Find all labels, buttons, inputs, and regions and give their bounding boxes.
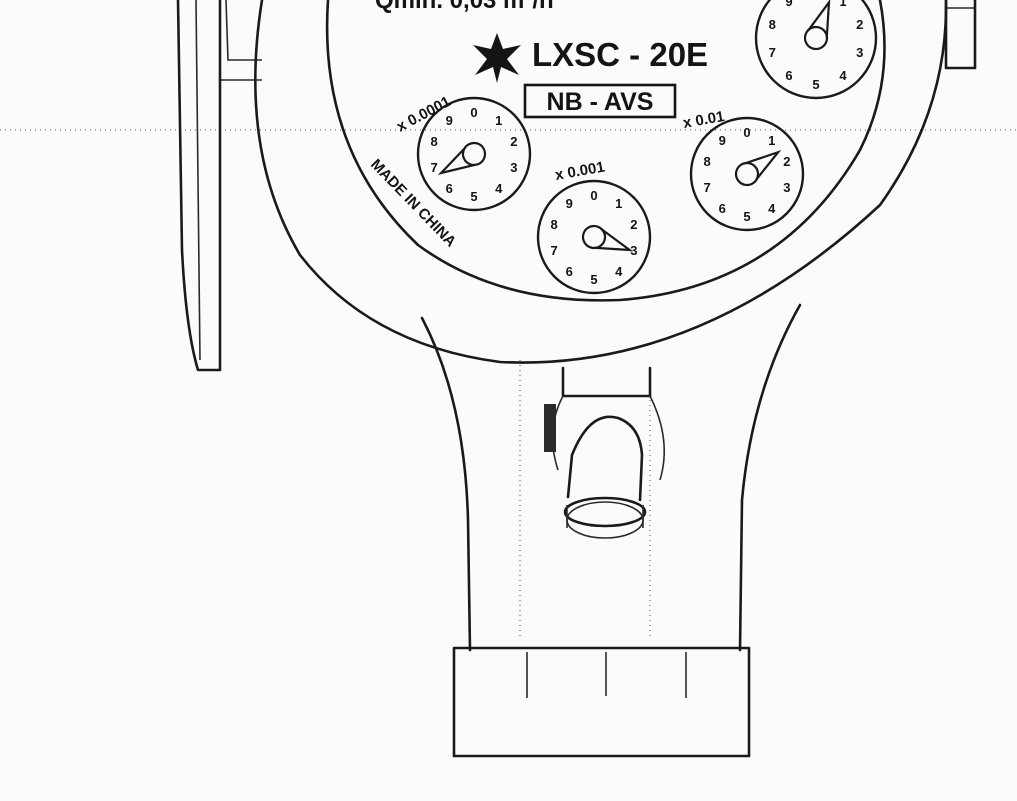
dial-3: 0 12 34 5 67 89x 0.01 bbox=[682, 108, 805, 232]
dial-digit: 9 bbox=[446, 113, 453, 128]
approval-stamp-text: NB - AVS bbox=[547, 88, 654, 116]
dial-digit: 7 bbox=[769, 45, 776, 60]
dial-digit: 4 bbox=[495, 181, 503, 196]
dial-digit: 5 bbox=[812, 77, 819, 92]
dial-digit: 8 bbox=[430, 134, 437, 149]
dial-digit: 9 bbox=[785, 0, 792, 9]
asterisk-logo-icon bbox=[473, 33, 521, 83]
model-name: LXSC - 20E bbox=[532, 36, 708, 73]
meter-outer-body bbox=[254, 0, 948, 364]
dial-digit: 9 bbox=[719, 133, 726, 148]
dial-digit: 0 bbox=[470, 105, 477, 120]
dial-digit: 7 bbox=[550, 243, 557, 258]
dial-digit: 3 bbox=[856, 45, 863, 60]
approval-stamp: NB - AVS bbox=[523, 83, 677, 119]
dial-digit: 5 bbox=[470, 189, 477, 204]
dial-digit: 1 bbox=[615, 196, 622, 211]
dial-ring bbox=[754, 0, 878, 100]
dial-digit: 4 bbox=[615, 264, 623, 279]
dial-digit: 8 bbox=[769, 17, 776, 32]
dial-digit: 8 bbox=[550, 217, 557, 232]
dial-ring bbox=[689, 116, 805, 232]
dial-pointer bbox=[734, 149, 782, 187]
right-tab bbox=[944, 0, 977, 70]
dial-digit: 1 bbox=[768, 133, 775, 148]
meter-stem bbox=[420, 303, 802, 652]
dial-digit: 5 bbox=[743, 209, 750, 224]
dial-digit: 4 bbox=[768, 201, 776, 216]
dial-digit: 0 bbox=[743, 125, 750, 140]
dial-digit: 7 bbox=[430, 160, 437, 175]
dial-face bbox=[325, 0, 886, 302]
dial-pointer bbox=[581, 224, 634, 252]
qmin-label: Qmin. 0,03 m³/h bbox=[375, 0, 554, 14]
dial-digit: 2 bbox=[510, 134, 517, 149]
dial-digit: 4 bbox=[839, 68, 847, 83]
meter-lid bbox=[176, 0, 262, 372]
dial-digit: 1 bbox=[839, 0, 846, 9]
dial-digit: 5 bbox=[590, 272, 597, 287]
dial-digit: 9 bbox=[566, 196, 573, 211]
dial-pointer bbox=[803, 0, 831, 51]
dial-pointer bbox=[437, 141, 487, 175]
dial-digit: 6 bbox=[446, 181, 453, 196]
dial-digit: 2 bbox=[783, 154, 790, 169]
dial-digit: 6 bbox=[719, 201, 726, 216]
sensor-port bbox=[544, 366, 665, 539]
bottom-connector bbox=[452, 646, 751, 758]
dial-digit: 7 bbox=[703, 180, 710, 195]
sensor-tab bbox=[544, 404, 556, 452]
dial-digit: 2 bbox=[856, 17, 863, 32]
dial-digit: 0 bbox=[590, 188, 597, 203]
dial-digit: 1 bbox=[495, 113, 502, 128]
dial-multiplier: x 0.01 bbox=[682, 108, 726, 132]
dial-digit: 8 bbox=[703, 154, 710, 169]
dial-digit: 3 bbox=[630, 243, 637, 258]
dial-digit: 6 bbox=[566, 264, 573, 279]
dial-ring bbox=[536, 179, 652, 295]
dial-ring bbox=[416, 96, 532, 212]
dial-digit: 3 bbox=[510, 160, 517, 175]
dial-digit: 6 bbox=[785, 68, 792, 83]
dial-digit: 3 bbox=[783, 180, 790, 195]
dial-digit: 2 bbox=[630, 217, 637, 232]
